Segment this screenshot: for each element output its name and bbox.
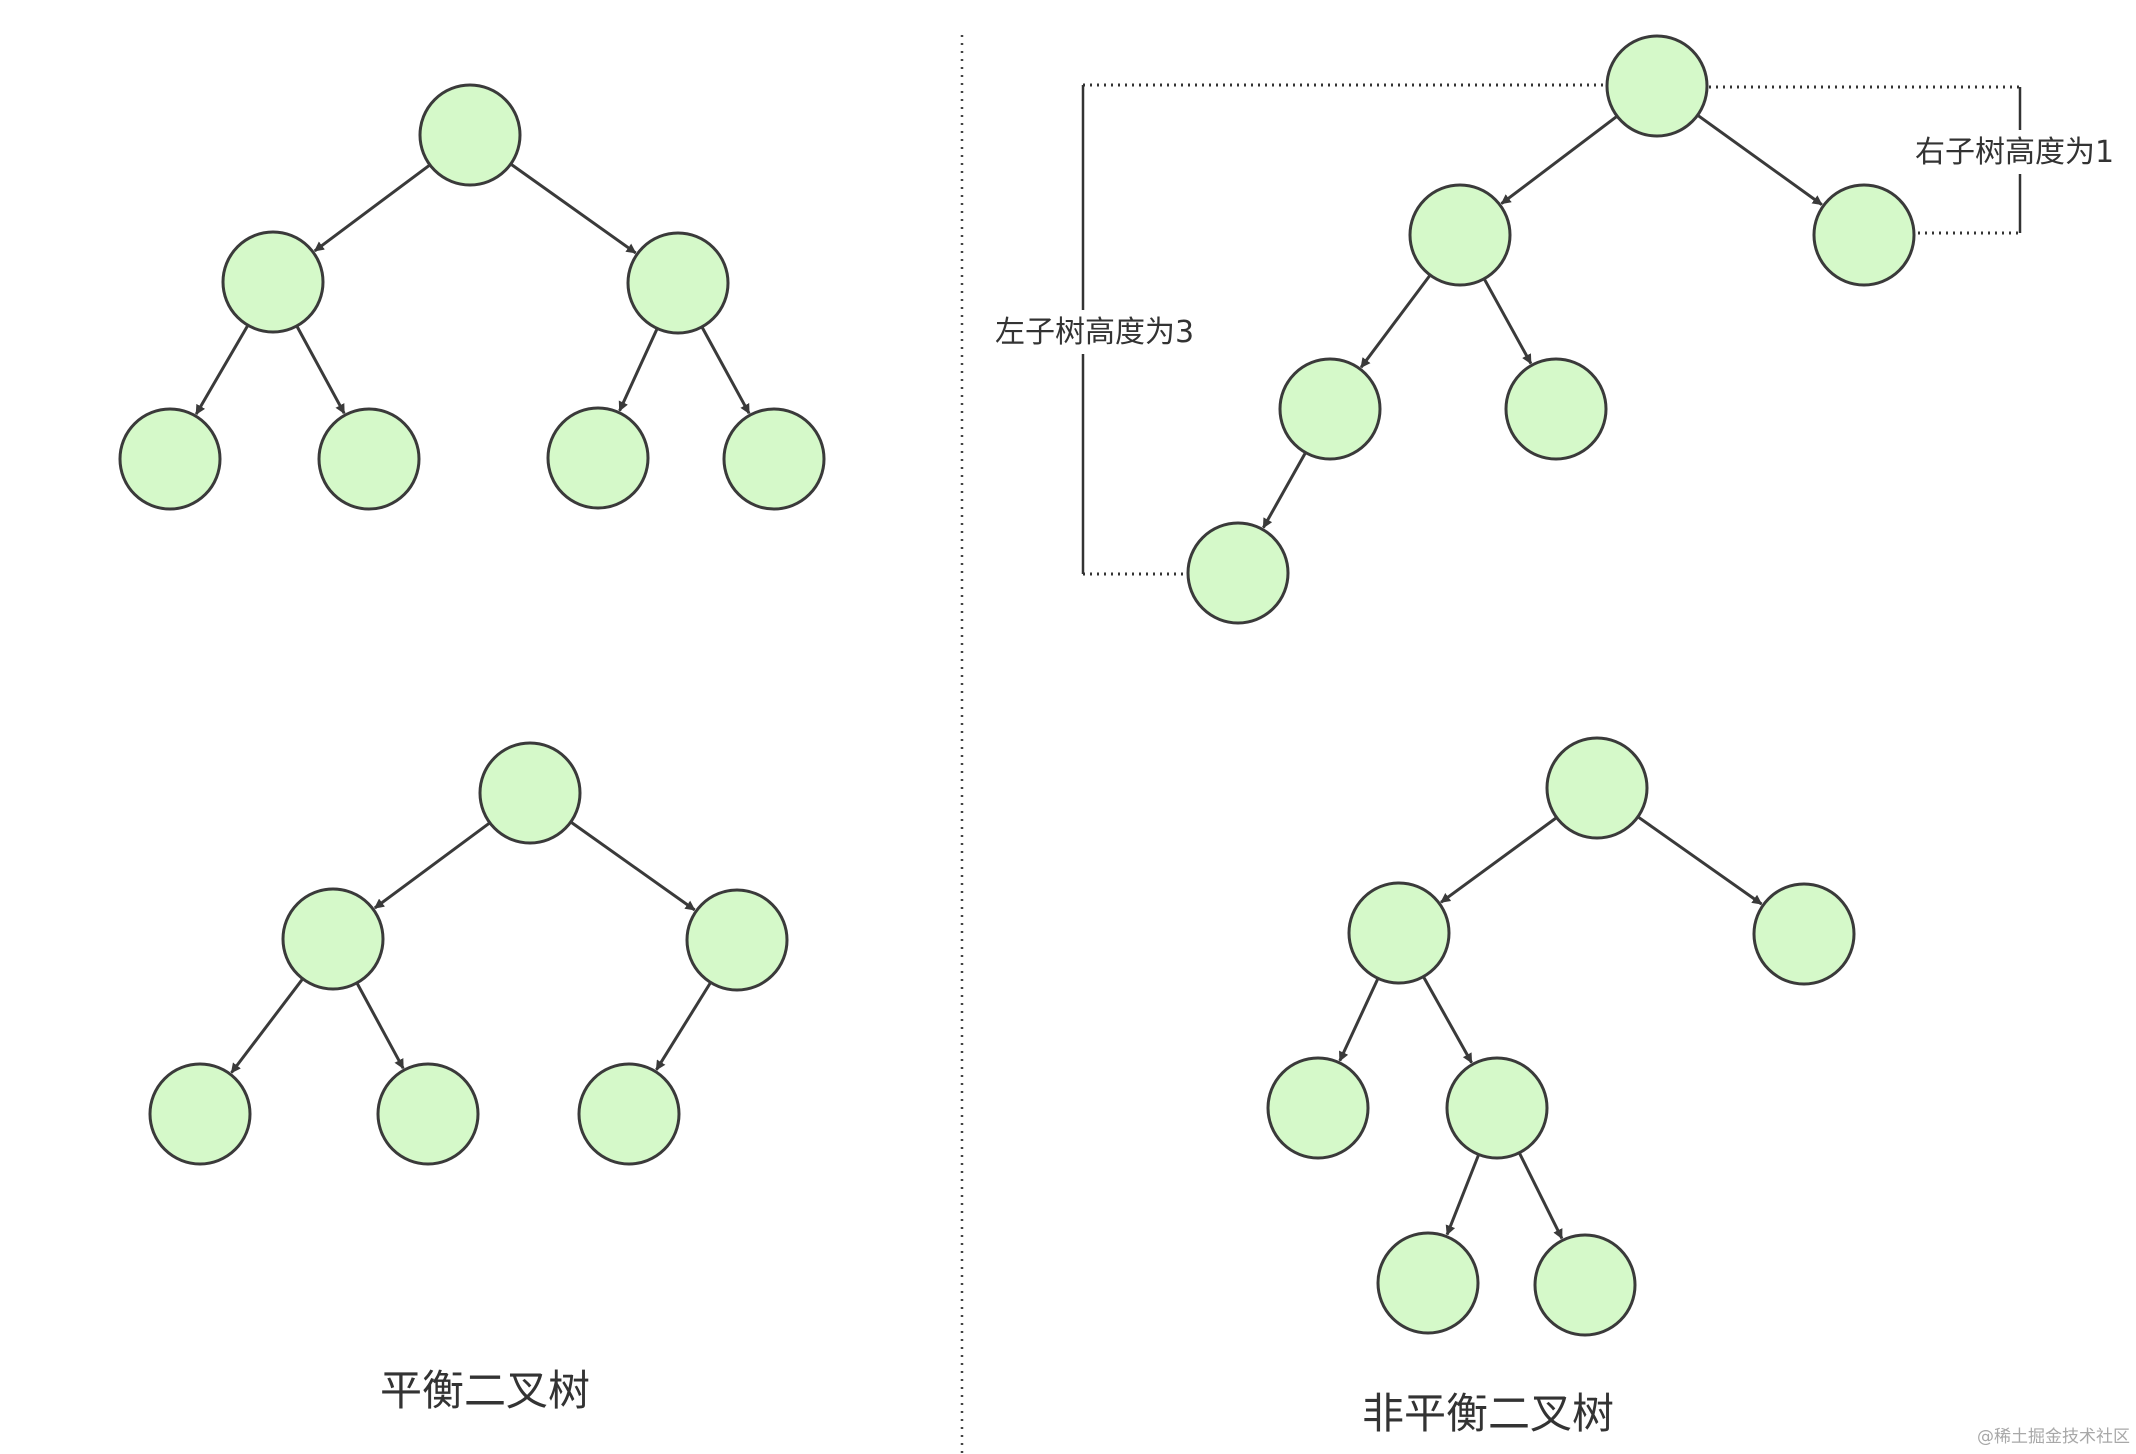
right-subtree-height-label: 右子树高度为1 [1915, 135, 2114, 170]
tree-node [1376, 1231, 1480, 1335]
tree-node [118, 407, 222, 511]
tree-node [577, 1062, 681, 1166]
balanced-tree-partial [148, 741, 789, 1166]
tree-node [1605, 34, 1709, 138]
tree-edge-arrow [1338, 977, 1380, 1062]
tree-node [1752, 882, 1856, 986]
tree-edge-arrow [700, 326, 751, 415]
watermark: @稀土掘金技术社区 [1977, 1427, 2130, 1447]
tree-node [546, 406, 650, 510]
tree-edge-arrow [1445, 1153, 1481, 1236]
tree-node [478, 741, 582, 845]
tree-edge-arrow [1262, 451, 1307, 529]
tree-node [376, 1062, 480, 1166]
tree-edge-arrow [355, 982, 405, 1070]
tree-node [1186, 521, 1290, 625]
tree-node [1266, 1056, 1370, 1160]
left-height-label-bg [995, 310, 1195, 354]
tree-edge-arrow [313, 163, 431, 253]
tree-edge-arrow [618, 327, 659, 412]
unbalanced-tree-grandchildren [1266, 736, 1856, 1337]
tree-node [1812, 183, 1916, 287]
height-guides [1081, 83, 2022, 576]
tree-node [1504, 357, 1608, 461]
tree-edge-arrow [655, 981, 712, 1071]
tree-node [1533, 1233, 1637, 1337]
balanced-tree-full [118, 83, 826, 511]
tree-edge-arrow [295, 325, 346, 415]
tree-node [626, 231, 730, 335]
right-height-label-bg [1915, 130, 2115, 174]
tree-edge-arrow [1422, 975, 1473, 1064]
tree-node [281, 887, 385, 991]
unbalanced-tree-caption: 非平衡二叉树 [1362, 1389, 1614, 1438]
tree-node [1408, 183, 1512, 287]
tree-node [221, 230, 325, 334]
tree-node [148, 1062, 252, 1166]
tree-edge-arrow [373, 821, 491, 910]
tree-node [1445, 1056, 1549, 1160]
tree-edge-arrow [1637, 815, 1763, 906]
tree-node [1545, 736, 1649, 840]
tree-node [722, 407, 826, 511]
left-subtree-height-label: 左子树高度为3 [995, 315, 1194, 350]
tree-node [685, 888, 789, 992]
tree-edge-arrow [194, 324, 250, 415]
balanced-tree-caption: 平衡二叉树 [380, 1366, 590, 1415]
tree-edge-arrow [1500, 115, 1619, 205]
tree-edge-arrow [1359, 274, 1432, 369]
tree-node [1278, 357, 1382, 461]
unbalanced-tree-left-heavy [1186, 34, 1916, 625]
tree-edge-arrow [230, 977, 304, 1074]
tree-edge-arrow [1517, 1152, 1564, 1240]
tree-node [1347, 881, 1451, 985]
tree-edge-arrow [1696, 113, 1823, 206]
tree-node [317, 407, 421, 511]
tree-edge-arrow [1482, 278, 1533, 365]
tree-edge-arrow [569, 820, 696, 912]
tree-edge-arrow [509, 162, 637, 255]
tree-node [418, 83, 522, 187]
trees-layer [118, 34, 1916, 1337]
tree-edge-arrow [1440, 816, 1558, 904]
